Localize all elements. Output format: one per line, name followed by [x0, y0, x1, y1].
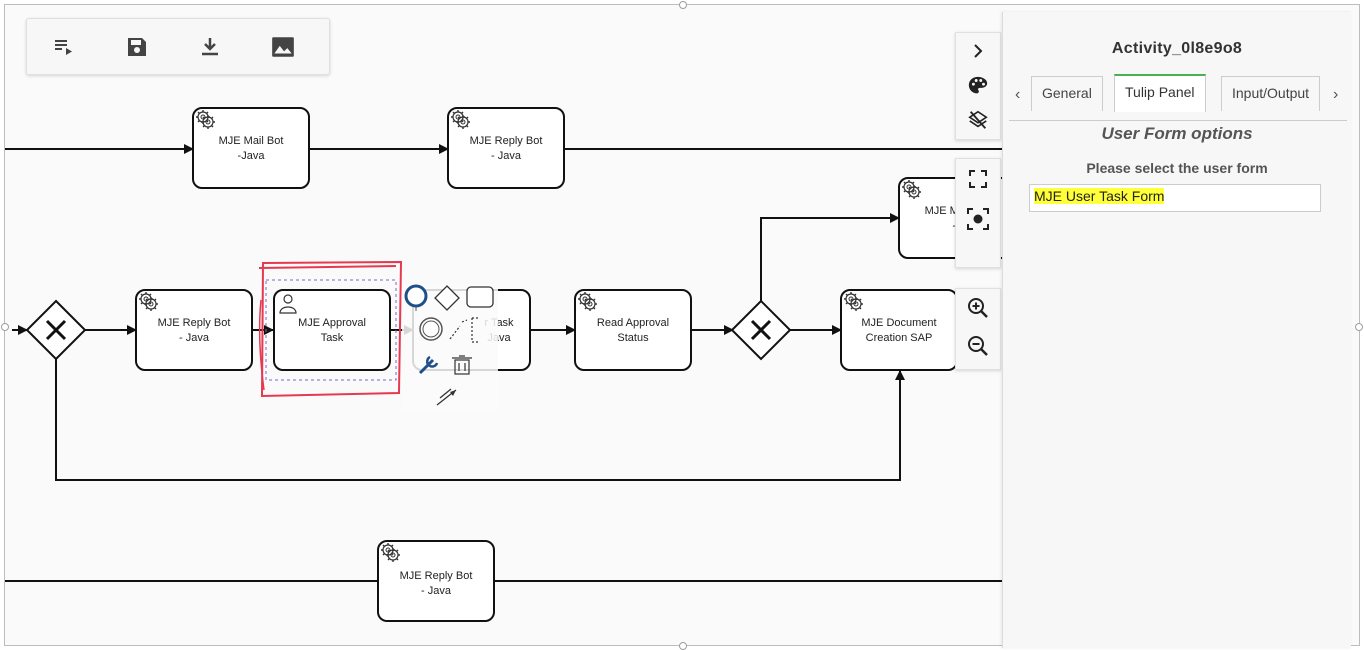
- save-icon[interactable]: [100, 19, 173, 74]
- tab-input-output[interactable]: Input/Output: [1221, 76, 1321, 111]
- resize-handle[interactable]: [679, 1, 687, 9]
- field-label: Please select the user form: [1086, 160, 1268, 176]
- service-task-reply-bot[interactable]: MJE Reply Bot - Java: [447, 107, 565, 189]
- append-intermediate-event-icon[interactable]: [419, 317, 443, 341]
- view-controls: [955, 158, 1001, 268]
- panel-toggle-group: [955, 32, 1001, 140]
- task-label: Read Approval: [597, 317, 669, 329]
- zoom-in-icon[interactable]: [956, 289, 1000, 327]
- user-icon: [279, 294, 297, 314]
- task-label: - Java: [421, 585, 452, 597]
- image-icon[interactable]: [246, 19, 319, 74]
- service-task-reply-bot[interactable]: MJE Reply Bot - Java: [135, 289, 253, 371]
- wrench-icon[interactable]: [418, 355, 439, 375]
- tab-general[interactable]: General: [1031, 76, 1103, 111]
- service-task-reply-bot[interactable]: MJE Reply Bot - Java: [377, 540, 495, 622]
- download-icon[interactable]: [173, 19, 246, 74]
- sequence-flows[interactable]: [5, 144, 1002, 582]
- resize-handle[interactable]: [1355, 323, 1363, 331]
- task-label: MJE Approval: [298, 317, 366, 329]
- zoom-controls: [955, 288, 1001, 370]
- task-label: -Java: [238, 150, 266, 162]
- list-play-icon[interactable]: [27, 19, 100, 74]
- task-label: - Java: [179, 332, 210, 344]
- text-annotation-icon[interactable]: [449, 317, 478, 343]
- task-label: MJE Reply Bot: [400, 570, 473, 582]
- context-pad[interactable]: [402, 284, 498, 412]
- exclusive-gateway[interactable]: [25, 299, 87, 361]
- tab-scroll-right-icon[interactable]: ›: [1333, 86, 1339, 103]
- tab-scroll-left-icon[interactable]: ‹: [1015, 86, 1021, 103]
- user-form-value: MJE User Task Form: [1034, 188, 1165, 204]
- element-title: Activity_0l8e9o8: [1111, 40, 1243, 57]
- script-task-read-approval[interactable]: Read Approval Status: [574, 289, 692, 371]
- task-label: - Java: [491, 150, 522, 162]
- layers-icon[interactable]: [956, 103, 1000, 137]
- service-task-mail-bot[interactable]: MJE Mail Bot -Java: [192, 107, 310, 189]
- section-title: User Form options: [1101, 124, 1253, 143]
- trash-icon[interactable]: [452, 355, 472, 375]
- tab-bar: ‹ General Tulip Panel Input/Output ›: [1009, 74, 1347, 121]
- task-label: MJE Reply Bot: [470, 135, 543, 147]
- task-label: Task: [321, 332, 344, 344]
- user-form-field[interactable]: MJE User Task Form: [1029, 184, 1321, 212]
- user-task-approval[interactable]: MJE Approval Task: [258, 260, 403, 398]
- resize-handle[interactable]: [1, 323, 9, 331]
- toolbar: [26, 18, 330, 75]
- service-task-document-creation[interactable]: MJE Document Creation SAP: [840, 289, 958, 371]
- task-label: MJE Document: [861, 317, 936, 329]
- append-end-event-icon[interactable]: [404, 284, 428, 311]
- tab-tulip-panel[interactable]: Tulip Panel: [1114, 74, 1206, 112]
- properties-panel: Activity_0l8e9o8 ‹ General Tulip Panel I…: [1002, 12, 1351, 648]
- append-task-icon[interactable]: [466, 286, 494, 308]
- focus-icon[interactable]: [956, 199, 1000, 239]
- fullscreen-icon[interactable]: [956, 159, 1000, 199]
- exclusive-gateway[interactable]: [730, 299, 792, 361]
- task-label: Status: [617, 332, 649, 344]
- append-gateway-icon[interactable]: [434, 285, 460, 311]
- chevron-right-icon[interactable]: [956, 33, 1000, 69]
- task-label: Creation SAP: [866, 332, 933, 344]
- task-label: MJE Mail Bot: [219, 135, 284, 147]
- connect-icon[interactable]: [436, 388, 457, 406]
- zoom-out-icon[interactable]: [956, 327, 1000, 365]
- palette-icon[interactable]: [956, 69, 1000, 103]
- task-label: MJE Reply Bot: [158, 317, 231, 329]
